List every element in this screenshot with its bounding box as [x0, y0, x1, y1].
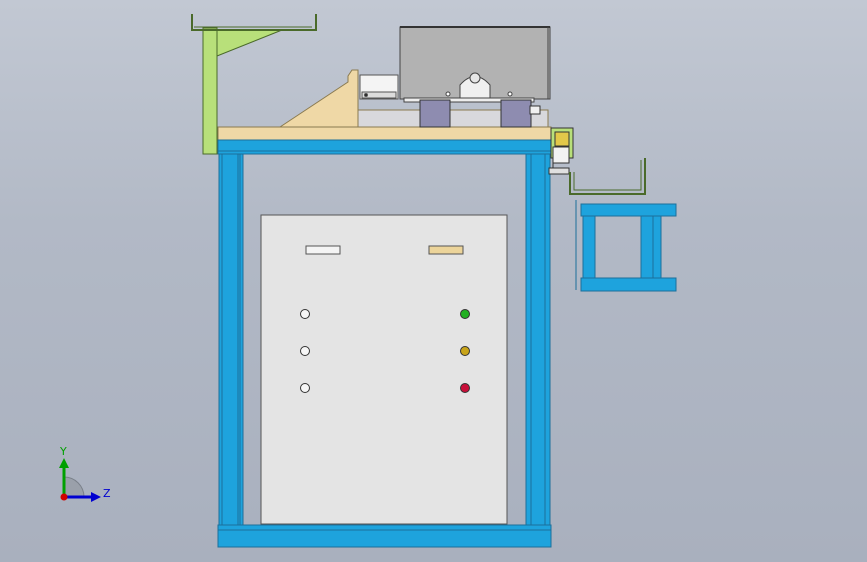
machine-hood — [399, 26, 551, 103]
sensor-block — [359, 74, 399, 100]
y-axis-label: Y — [59, 445, 67, 458]
frame-legs — [218, 153, 551, 526]
indicator-left-1 — [300, 309, 310, 319]
coordinate-triad: Y Z — [59, 445, 111, 502]
indicator-left-3 — [300, 383, 310, 393]
left-support-bracket — [191, 14, 317, 155]
z-axis-label: Z — [103, 487, 111, 500]
indicator-green — [460, 309, 470, 319]
frame-bottom-beam — [217, 524, 552, 548]
right-hook-bracket — [569, 158, 646, 195]
panel-label-left — [305, 245, 341, 255]
control-panel — [260, 214, 508, 525]
indicator-left-2 — [300, 346, 310, 356]
frame-top-beam — [217, 139, 552, 155]
right-subframe — [575, 200, 677, 292]
indicator-yellow — [460, 346, 470, 356]
x-axis-origin — [60, 493, 68, 501]
side-sensor-assembly — [548, 127, 574, 175]
panel-label-right — [428, 245, 464, 255]
indicator-red — [460, 383, 470, 393]
motor-blocks — [419, 99, 541, 128]
